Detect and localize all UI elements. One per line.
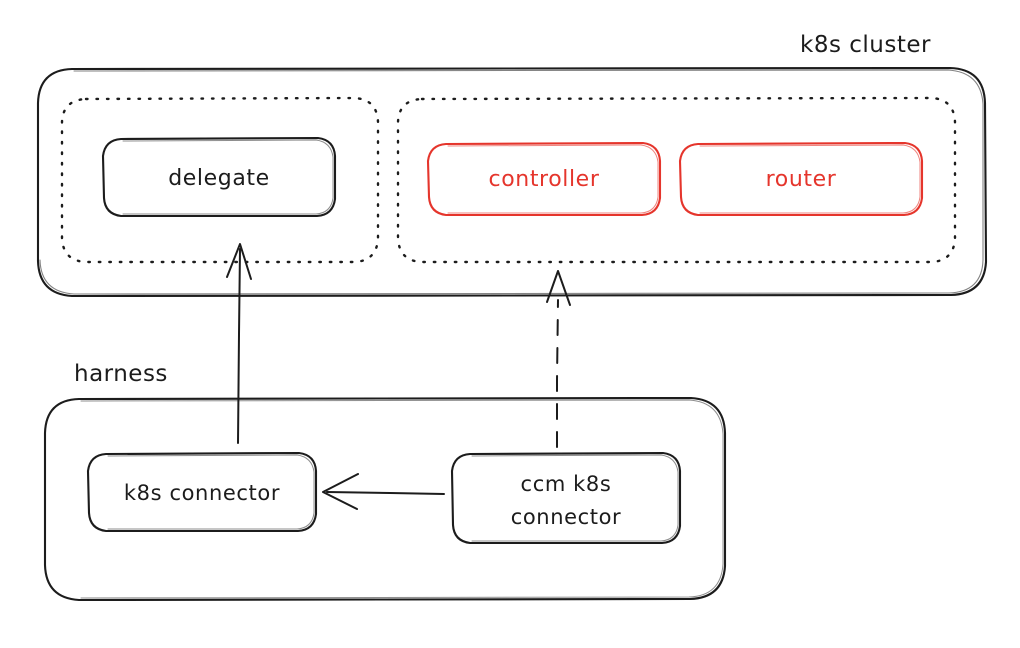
ccm-k8s-connector-box[interactable]: ccm k8s connector	[450, 451, 682, 545]
delegate-box[interactable]: delegate	[101, 136, 337, 218]
edge-ccm-connector-to-controller-group[interactable]	[546, 270, 571, 448]
router-box[interactable]: router	[678, 141, 924, 217]
harness-container[interactable]	[43, 396, 727, 602]
controller-box[interactable]: controller	[426, 141, 662, 217]
controller-label: controller	[489, 167, 600, 192]
delegate-label: delegate	[168, 166, 270, 191]
harness-label: harness	[74, 361, 168, 387]
edge-ccm-connector-to-k8s-connector[interactable]	[322, 473, 445, 510]
delegate-group-container[interactable]	[60, 96, 380, 264]
ccm-k8s-connector-label-line2: connector	[511, 505, 622, 529]
k8s-cluster-container[interactable]	[36, 66, 988, 298]
edge-k8s-connector-to-delegate[interactable]	[226, 243, 252, 444]
router-label: router	[766, 167, 837, 192]
controller-router-group-container[interactable]	[396, 96, 957, 264]
k8s-cluster-label: k8s cluster	[800, 32, 931, 58]
k8s-connector-label: k8s connector	[124, 481, 280, 505]
k8s-connector-box[interactable]: k8s connector	[86, 451, 318, 533]
ccm-k8s-connector-label-line1: ccm k8s	[521, 472, 612, 496]
